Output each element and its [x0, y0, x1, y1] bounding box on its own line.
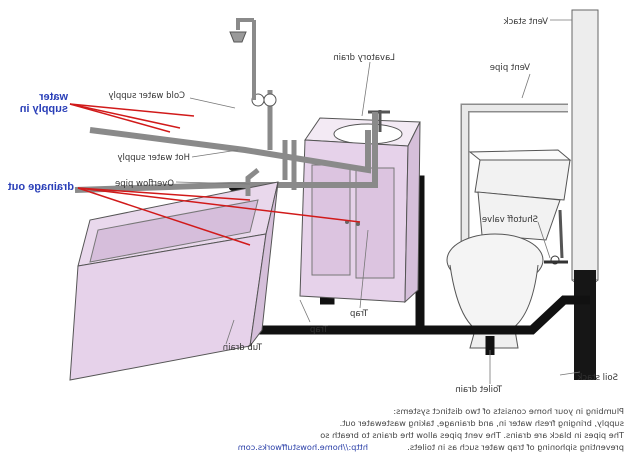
callout-lines [69, 103, 361, 246]
caption-line-2: supply, bringing fresh water in, and dra… [340, 418, 624, 428]
label-soil-stack: Soil stack [577, 373, 618, 383]
caption-line-3: The pipes in black are drains. The vent … [320, 430, 625, 440]
caption-line-4: preventing siphoning of trap water such … [407, 442, 624, 452]
callout-water: water [39, 91, 69, 103]
label-tub-drain: Tub drain [223, 343, 263, 353]
leader-lines [175, 19, 581, 384]
label-toilet-drain: Toilet drain [455, 385, 503, 395]
label-vent-pipe: Vent pipe [490, 63, 530, 73]
bathtub [69, 181, 279, 381]
label-cold-water-supply: Cold water supply [108, 91, 185, 101]
supply-pipes [74, 90, 378, 193]
label-lavatory-drain: Lavatory drain [333, 53, 395, 63]
tub-overflow [245, 168, 260, 196]
callout-supply-in: supply in [19, 103, 68, 115]
label-hot-water-supply: Hot water supply [117, 153, 190, 163]
shower-head [229, 18, 256, 100]
label-trap-lav: Trap [350, 309, 369, 319]
caption-line-1: Plumbing in your home consists of two di… [393, 406, 624, 416]
label-vent-stack: Vent stack [504, 17, 548, 27]
label-shutoff-valve: Shutoff valve [482, 215, 538, 225]
vent-pipe [460, 103, 568, 280]
label-overflow-pipe: Overflow pipe [115, 179, 174, 189]
callout-drainage-out: drainage out [8, 181, 74, 193]
label-trap-tub: Trap [310, 325, 329, 335]
caption-link[interactable]: http://home.howstuffworks.com [238, 442, 368, 452]
